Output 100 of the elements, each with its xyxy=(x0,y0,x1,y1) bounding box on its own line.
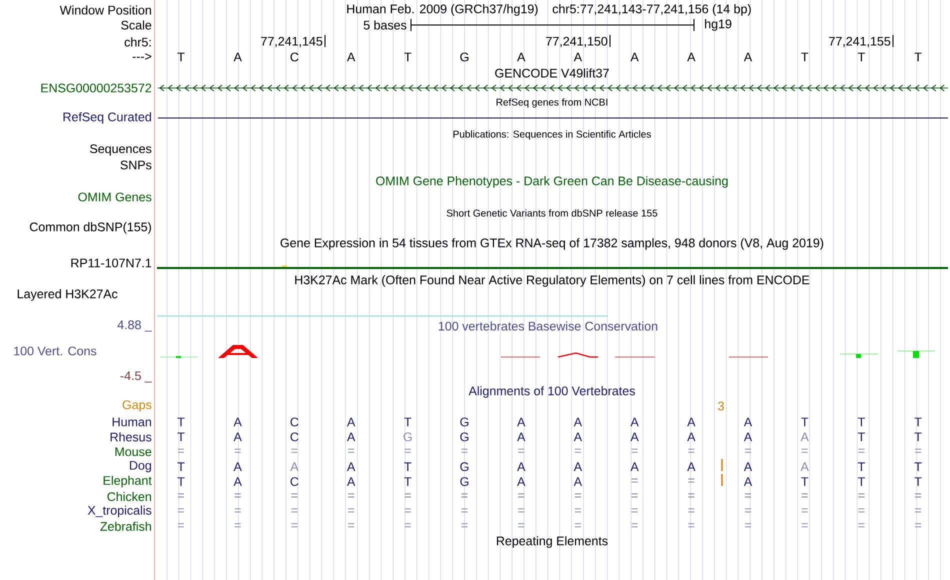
alignment-base: A xyxy=(744,418,752,426)
alignment-base: = xyxy=(518,508,524,512)
alignment-base: A xyxy=(517,418,526,426)
alignment-base: = xyxy=(178,508,184,512)
track-title: Gene Expression in 54 tissues from GTEx RNA-seq of 17382 samples, 948 donors (V8, Aug 2019) xyxy=(280,238,824,250)
alignment-base: = xyxy=(574,508,581,512)
alignment-base: T xyxy=(177,432,185,442)
alignment-base: T xyxy=(404,477,412,486)
track-label: RP11-107N7.1 xyxy=(71,258,152,268)
alignment-base: = xyxy=(518,448,524,453)
alignment-base: = xyxy=(802,493,808,498)
alignment-base: T xyxy=(914,462,922,471)
alignment-base: A xyxy=(517,462,526,471)
species-label: Dog xyxy=(130,461,151,472)
alignment-base: A xyxy=(346,462,356,471)
ruler-number: 77,241,150 xyxy=(546,36,608,48)
ruler-number: 77,241,145 xyxy=(261,36,322,48)
track-label: ---> xyxy=(132,53,152,60)
track-title: Publications: Sequences in Scientific Articles xyxy=(454,130,651,140)
alignment-base: = xyxy=(632,508,638,512)
alignment-base: = xyxy=(574,523,581,528)
alignment-base: A xyxy=(744,462,752,471)
alignment-base: A xyxy=(517,477,526,486)
species-label: Elephant xyxy=(104,476,152,488)
base-letter: T xyxy=(858,52,865,62)
alignment-base: A xyxy=(517,432,526,442)
alignment-base: = xyxy=(291,523,298,528)
alignment-base: = xyxy=(178,493,184,498)
alignment-base: = xyxy=(291,508,298,512)
species-label: Rhesus xyxy=(110,432,152,442)
track-label: SNPs xyxy=(120,160,152,170)
alignment-base: A xyxy=(800,432,809,442)
base-letter: A xyxy=(574,52,582,62)
alignment-base: = xyxy=(234,493,241,498)
track-title: GENCODE V49lift37 xyxy=(495,68,609,78)
alignment-base: = xyxy=(348,448,354,453)
axis-value: -4.5 _ xyxy=(120,371,152,382)
alignment-base: = xyxy=(574,448,581,453)
track-title: OMIM Gene Phenotypes - Dark Green Can Be Disease-causing xyxy=(376,176,728,188)
alignment-base: C xyxy=(290,477,298,486)
axis-value: 4.88 _ xyxy=(117,320,152,332)
alignment-base: = xyxy=(348,523,354,528)
position-title: chr5:77,241,143-77,241,156 (14 bp) xyxy=(552,4,751,16)
alignment-base: A xyxy=(346,418,356,426)
track-title: Short Genetic Variants from dbSNP release 155 xyxy=(446,209,658,217)
track-title: RefSeq genes from NCBI xyxy=(496,98,608,108)
alignment-base: G xyxy=(460,477,468,486)
alignment-base: = xyxy=(291,448,298,453)
track-label: chr5: xyxy=(124,37,151,47)
alignment-base: = xyxy=(688,493,694,498)
alignment-base: A xyxy=(234,477,242,486)
alignment-base: G xyxy=(460,432,468,442)
alignment-base: = xyxy=(802,508,808,512)
base-letter: A xyxy=(630,52,639,62)
alignment-base: T xyxy=(914,477,922,486)
alignment-base: = xyxy=(744,493,752,498)
base-letter: A xyxy=(687,52,696,62)
alignment-base: A xyxy=(744,477,752,486)
alignment-base: = xyxy=(632,448,638,453)
alignment-base: = xyxy=(461,508,468,512)
alignment-base: T xyxy=(858,432,865,442)
alignment-base: = xyxy=(348,493,354,498)
alignment-base: = xyxy=(688,478,694,483)
track-title: Alignments of 100 Vertebrates xyxy=(468,386,635,398)
base-letter: C xyxy=(290,52,298,62)
base-letter: T xyxy=(801,52,808,62)
alignment-base: A xyxy=(630,432,639,442)
base-letter: T xyxy=(404,52,412,62)
alignment-base: = xyxy=(858,523,864,528)
alignment-base: = xyxy=(404,523,411,528)
track-label: OMIM Genes xyxy=(78,192,152,202)
alignment-base: T xyxy=(858,418,865,426)
alignment-base: = xyxy=(518,523,524,528)
base-letter: A xyxy=(517,52,526,62)
alignment-base: A xyxy=(687,418,696,426)
alignment-base: G xyxy=(404,432,412,442)
alignment-base: T xyxy=(801,418,808,426)
alignment-base: = xyxy=(688,508,694,512)
alignment-base: A xyxy=(574,477,582,486)
alignment-base: A xyxy=(574,462,582,471)
alignment-base: = xyxy=(802,523,808,528)
alignment-base: = xyxy=(291,493,298,498)
track-label: RefSeq Curated xyxy=(64,112,151,124)
alignment-base: T xyxy=(177,462,185,471)
base-letter: A xyxy=(744,52,752,62)
track-label: Window Position xyxy=(60,5,151,15)
alignment-base: A xyxy=(687,432,696,442)
alignment-base: G xyxy=(460,418,468,426)
alignment-base: = xyxy=(461,448,468,453)
alignment-base: A xyxy=(234,462,242,471)
alignment-base: = xyxy=(632,493,638,498)
alignment-base: = xyxy=(915,508,922,512)
alignment-base: A xyxy=(630,462,639,471)
alignment-base: = xyxy=(915,493,922,498)
alignment-base: T xyxy=(914,432,922,442)
species-label: X_tropicalis xyxy=(88,506,152,518)
alignment-base: = xyxy=(632,523,638,528)
alignment-base: A xyxy=(687,462,696,471)
alignment-base: = xyxy=(518,493,524,498)
alignment-base: A xyxy=(346,477,356,486)
